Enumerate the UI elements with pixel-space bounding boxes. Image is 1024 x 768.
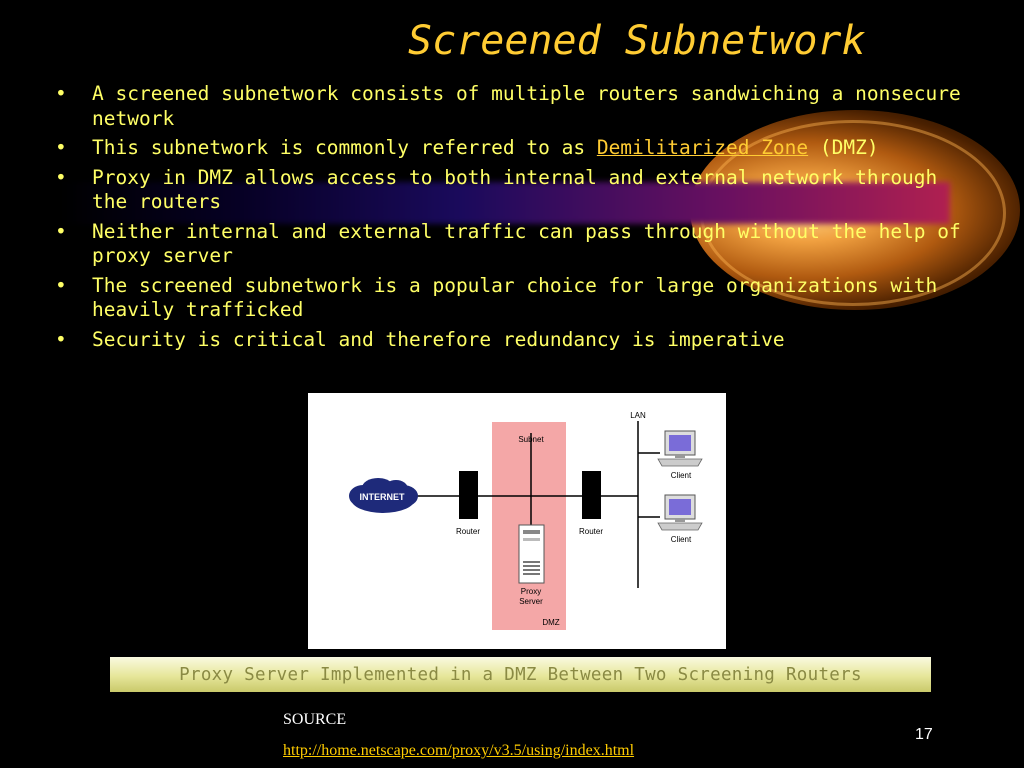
bullet-item: • Proxy in DMZ allows access to both inte…: [52, 166, 982, 215]
bullet-dot: •: [55, 327, 67, 351]
dmz-label: DMZ: [542, 618, 559, 627]
proxy-label-line2: Server: [519, 597, 543, 606]
source-link[interactable]: http://home.netscape.com/proxy/v3.5/usin…: [283, 742, 635, 759]
bullet-dot: •: [55, 136, 67, 159]
router-left-icon: [459, 471, 478, 519]
bullet-text: (DMZ): [808, 136, 879, 159]
bullet-dot: •: [55, 219, 67, 243]
caption-text: Proxy Server Implemented in a DMZ Betwee…: [179, 664, 862, 685]
client-bottom-computer-icon: [657, 494, 703, 531]
bullet-text: Security is critical and therefore redun…: [92, 327, 785, 351]
page-number: 17: [915, 726, 933, 743]
bullet-list: • A screened subnetwork consists of multi…: [52, 82, 982, 357]
internet-cloud-icon: INTERNET: [349, 478, 418, 513]
lan-label: LAN: [630, 411, 646, 420]
source-label: SOURCE: [283, 711, 347, 728]
internet-label: INTERNET: [360, 492, 406, 502]
dmz-link[interactable]: Demilitarized Zone: [596, 136, 809, 159]
bullet-text: Proxy in DMZ allows access to both inter…: [92, 165, 938, 214]
client-bottom-label: Client: [671, 535, 692, 544]
bullet-item: • Security is critical and therefore redu…: [52, 328, 982, 353]
decorative-band: [60, 182, 950, 224]
client-top-label: Client: [671, 471, 692, 480]
router-right-icon: [582, 471, 601, 519]
subnet-label: Subnet: [518, 435, 544, 444]
proxy-server-icon: [518, 524, 545, 584]
bullet-item: • Neither internal and external traffic c…: [52, 220, 982, 269]
router-right-label: Router: [579, 527, 603, 536]
client-top-computer-icon: [657, 430, 703, 467]
bullet-item: • The screened subnetwork is a popular ch…: [52, 274, 982, 323]
bullet-item: • This subnetwork is commonly referred to…: [52, 136, 982, 161]
network-diagram: INTERNET Router Router Subnet Proxy Serv…: [308, 393, 726, 649]
router-left-label: Router: [456, 527, 480, 536]
proxy-label-line1: Proxy: [521, 587, 541, 596]
bullet-item: • A screened subnetwork consists of multi…: [52, 82, 982, 131]
bullet-text: The screened subnetwork is a popular cho…: [92, 273, 938, 322]
bullet-text: Neither internal and external traffic ca…: [92, 219, 961, 268]
bullet-text: This subnetwork is commonly referred to …: [92, 136, 597, 159]
slide-title: Screened Subnetwork: [408, 18, 866, 64]
bullet-dot: •: [55, 273, 67, 297]
network-diagram-svg: INTERNET Router Router Subnet Proxy Serv…: [349, 411, 703, 630]
bullet-text: A screened subnetwork consists of multip…: [92, 82, 961, 130]
bullet-dot: •: [55, 165, 67, 189]
bullet-dot: •: [55, 82, 67, 105]
diagram-caption: Proxy Server Implemented in a DMZ Betwee…: [110, 657, 931, 692]
